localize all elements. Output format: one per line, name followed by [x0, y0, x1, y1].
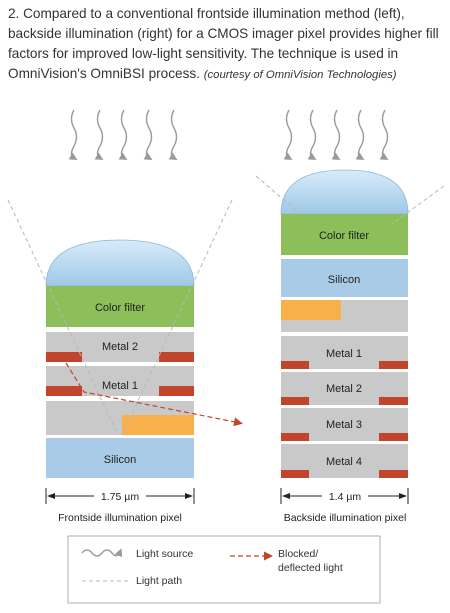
legend-light-source-label: Light source: [136, 548, 193, 560]
frontside-light-path-right: [121, 199, 233, 436]
figure-caption: 2. Compared to a conventional frontside …: [8, 4, 446, 85]
backside-dimension-label: 1.4 µm: [329, 491, 362, 503]
backside-metal2-label: Metal 2: [326, 383, 362, 395]
frontside-dimension-label: 1.75 µm: [101, 491, 139, 503]
backside-color-filter: [281, 214, 408, 255]
backside-metal1-label: Metal 1: [326, 348, 362, 360]
backside-microlens: [280, 169, 409, 215]
backside-color-filter-label: Color filter: [319, 230, 369, 242]
backside-metal3-label: Metal 3: [326, 419, 362, 431]
legend-light-path-label: Light path: [136, 575, 182, 587]
frontside-color-filter: [46, 286, 194, 327]
frontside-silicon-label: Silicon: [104, 454, 136, 466]
backside-metal4-label: Metal 4: [326, 456, 362, 468]
light-source-waves: [68, 109, 389, 161]
frontside-metal2-wire-left: [46, 352, 82, 362]
frontside-silicon: [46, 438, 194, 478]
backside-light-path-right: [391, 185, 445, 225]
frontside-blocked-light: [65, 362, 243, 427]
frontside-metal2-wire-right: [159, 352, 194, 362]
frontside-metal2-label: Metal 2: [102, 341, 138, 353]
caption-credit: (courtesy of OmniVision Technologies): [203, 69, 397, 81]
frontside-pixel-title: Frontside illumination pixel: [58, 512, 182, 524]
frontside-metal1-label: Metal 1: [102, 380, 138, 392]
caption-text: 2. Compared to a conventional frontside …: [8, 6, 439, 81]
legend-box: [67, 535, 381, 604]
legend-blocked-label-line1: Blocked/: [278, 548, 318, 560]
frontside-color-filter-label: Color filter: [95, 302, 145, 314]
backside-silicon-label: Silicon: [328, 274, 360, 286]
legend: Light source Light path Blocked/ deflect…: [67, 535, 381, 604]
backside-pixel-title: Backside illumination pixel: [284, 512, 407, 524]
light-source-wave-icon: [81, 548, 123, 558]
backside-light-path-left: [255, 175, 301, 215]
frontside-microlens: [45, 239, 195, 287]
backside-silicon: [281, 259, 408, 297]
frontside-photodiode: [122, 415, 194, 435]
legend-blocked-label-line2: deflected light: [278, 562, 343, 574]
frontside-metal1-wire-right: [159, 386, 194, 396]
backside-pixel: Color filter Silicon Metal 1 Metal 2 Met…: [255, 169, 445, 524]
frontside-pixel: Color filter Metal 2 Metal 1 Silicon 1.7…: [7, 199, 243, 524]
frontside-light-path-left: [7, 199, 119, 436]
frontside-metal1-wire-left: [46, 386, 82, 396]
backside-photodiode: [281, 300, 341, 320]
